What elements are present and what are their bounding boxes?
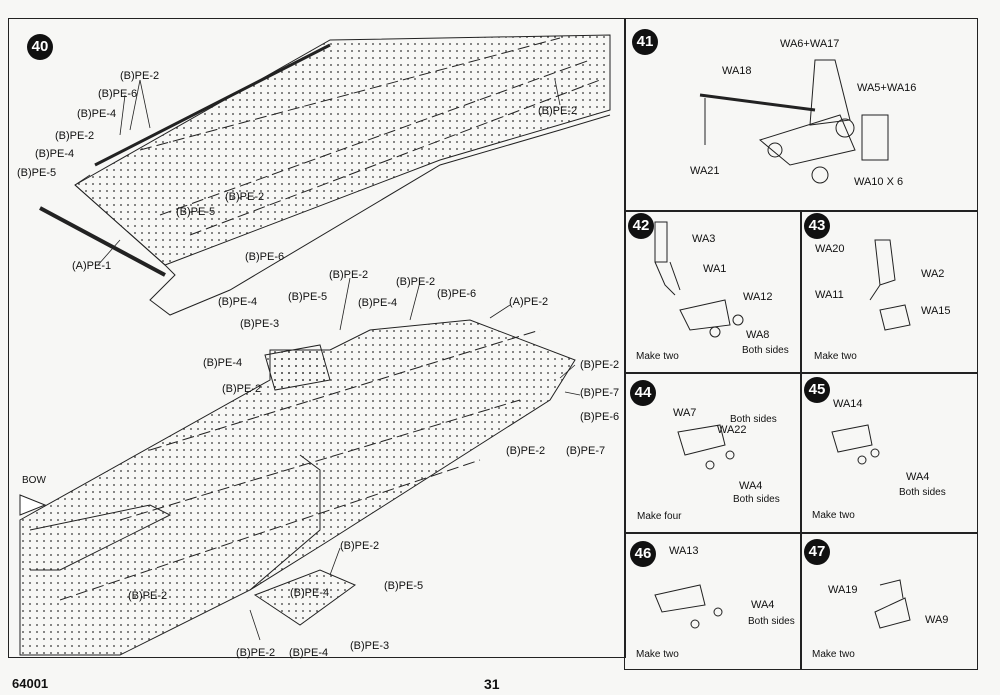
- part-label: WA4: [906, 471, 930, 483]
- note: Make two: [814, 351, 857, 362]
- part-label: WA20: [815, 243, 845, 255]
- part-label: WA18: [722, 65, 752, 77]
- step-44-panel: [624, 372, 802, 534]
- part-label: (B)PE-4: [290, 587, 330, 599]
- part-label: WA11: [815, 289, 844, 301]
- part-label: (B)PE-7: [580, 387, 620, 399]
- bow-label: BOW: [22, 475, 46, 486]
- part-label: (B)PE-6: [245, 251, 285, 263]
- part-label: WA9: [925, 614, 949, 626]
- part-label: WA21: [690, 165, 720, 177]
- part-label: (B)PE-2: [329, 269, 369, 281]
- part-label: (B)PE-5: [176, 206, 216, 218]
- step-42-number: 42: [628, 213, 654, 239]
- part-label: (B)PE-2: [225, 191, 265, 203]
- part-label: WA13: [669, 545, 699, 557]
- step-45-panel: [800, 372, 978, 534]
- note: Make four: [637, 511, 682, 522]
- step-46-number: 46: [630, 541, 656, 567]
- part-label: (B)PE-6: [580, 411, 620, 423]
- part-label: (B)PE-2: [580, 359, 620, 371]
- step-43-panel: [800, 210, 978, 374]
- part-label: (A)PE-1: [72, 260, 112, 272]
- part-label: (B)PE-2: [506, 445, 546, 457]
- part-label: WA3: [692, 233, 716, 245]
- lower-deck-drawing: [19, 319, 576, 656]
- part-label: (B)PE-2: [222, 383, 262, 395]
- part-label: WA7: [673, 407, 697, 419]
- part-label: (B)PE-4: [35, 148, 75, 160]
- step-40-number: 40: [27, 34, 53, 60]
- part-label: (B)PE-2: [55, 130, 95, 142]
- part-label: (B)PE-5: [384, 580, 424, 592]
- part-label: (B)PE-5: [17, 167, 57, 179]
- part-label: WA2: [921, 268, 945, 280]
- note: Both sides: [730, 414, 777, 425]
- part-label: (B)PE-4: [358, 297, 398, 309]
- note: Make two: [636, 351, 679, 362]
- note: Both sides: [733, 494, 780, 505]
- part-label: (B)PE-2: [236, 647, 276, 659]
- part-label: (A)PE-2: [509, 296, 549, 308]
- step-41-number: 41: [632, 29, 658, 55]
- crane-drawing: [699, 59, 889, 184]
- part-label: (B)PE-2: [120, 70, 160, 82]
- part-label: WA5+WA16: [857, 82, 917, 94]
- part-label: (B)PE-4: [218, 296, 258, 308]
- part-label: WA4: [751, 599, 775, 611]
- part-label: WA10 X 6: [854, 176, 904, 188]
- parts-drawings: [654, 221, 911, 629]
- part-label: (B)PE-5: [288, 291, 328, 303]
- leader-lines: [74, 79, 581, 641]
- part-label: (B)PE-4: [77, 108, 117, 120]
- part-label: WA6+WA17: [780, 38, 840, 50]
- part-label: (B)PE-3: [240, 318, 280, 330]
- part-label: WA15: [921, 305, 951, 317]
- step-45-number: 45: [804, 377, 830, 403]
- part-label: WA22: [717, 424, 747, 436]
- step-42-panel: [624, 210, 802, 374]
- part-label: WA19: [828, 584, 858, 596]
- part-label: (B)PE-3: [350, 640, 390, 652]
- part-label: (B)PE-6: [437, 288, 477, 300]
- part-label: (B)PE-2: [396, 276, 436, 288]
- note: Both sides: [748, 616, 795, 627]
- part-label: (B)PE-6: [98, 88, 138, 100]
- part-label: (B)PE-2: [340, 540, 380, 552]
- part-label: (B)PE-2: [128, 590, 168, 602]
- upper-deck-drawing: [39, 34, 611, 316]
- step-47-number: 47: [804, 539, 830, 565]
- note: Make two: [812, 649, 855, 660]
- note: Both sides: [742, 345, 789, 356]
- part-label: WA4: [739, 480, 763, 492]
- note: Make two: [812, 510, 855, 521]
- part-label: (B)PE-4: [289, 647, 329, 659]
- catalog-code: 64001: [12, 676, 49, 691]
- part-label: WA12: [743, 291, 773, 303]
- part-label: (B)PE-2: [538, 105, 578, 117]
- part-label: (B)PE-7: [566, 445, 606, 457]
- note: Make two: [636, 649, 679, 660]
- step-47-panel: [800, 532, 978, 670]
- step-46-panel: [624, 532, 802, 670]
- step-43-number: 43: [804, 213, 830, 239]
- part-label: (B)PE-4: [203, 357, 243, 369]
- page-number: 31: [484, 676, 500, 692]
- part-label: WA1: [703, 263, 727, 275]
- part-label: WA14: [833, 398, 863, 410]
- note: Both sides: [899, 487, 946, 498]
- step-40-panel: [8, 18, 626, 658]
- step-44-number: 44: [630, 380, 656, 406]
- part-label: WA8: [746, 329, 770, 341]
